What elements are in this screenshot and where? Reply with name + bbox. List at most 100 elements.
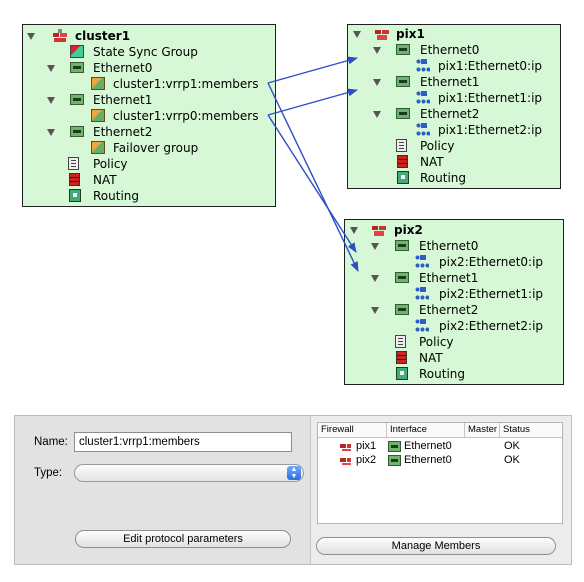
- column-header-master[interactable]: Master: [465, 423, 500, 437]
- arrow-vrrp1-to-pix1-eth0: [267, 56, 358, 84]
- routing-icon: [69, 189, 81, 202]
- manage-members-button[interactable]: Manage Members: [316, 537, 556, 555]
- tree-label: Ethernet0: [420, 43, 480, 57]
- type-select[interactable]: ▲▼: [74, 464, 304, 482]
- members-table[interactable]: Firewall Interface Master Status pix1 Et…: [317, 422, 563, 524]
- ip-address-icon: [415, 255, 429, 268]
- tree-label: cluster1:vrrp0:members: [113, 109, 259, 123]
- policy-icon: [68, 157, 79, 170]
- tree-label: Ethernet0: [93, 61, 153, 75]
- tree-label: Ethernet2: [420, 107, 480, 121]
- tree-label: Routing: [420, 171, 467, 185]
- tree-label: pix1: [396, 27, 425, 41]
- cell-firewall: pix1: [356, 440, 377, 452]
- tree-label: Ethernet1: [419, 271, 479, 285]
- tree-label: Ethernet0: [419, 239, 479, 253]
- expand-triangle-icon[interactable]: [373, 79, 381, 86]
- expand-triangle-icon[interactable]: [371, 275, 379, 282]
- tree-label: Ethernet1: [420, 75, 480, 89]
- routing-icon: [396, 367, 408, 380]
- arrow-vrrp0-to-pix1-eth1: [267, 88, 358, 116]
- table-row[interactable]: pix1 Ethernet0 OK: [318, 439, 562, 453]
- firewall-icon: [375, 27, 389, 40]
- interface-icon: [70, 94, 84, 105]
- member-dialog: Name: Type: ▲▼ Edit protocol parameters …: [14, 415, 572, 565]
- failover-group-icon: [91, 141, 105, 154]
- policy-icon: [395, 335, 406, 348]
- tree-label: Policy: [93, 157, 128, 171]
- name-label: Name:: [34, 436, 68, 448]
- ip-address-icon: [415, 287, 429, 300]
- column-header-interface[interactable]: Interface: [387, 423, 465, 437]
- expand-triangle-icon[interactable]: [47, 97, 55, 104]
- policy-icon: [396, 139, 407, 152]
- interface-icon: [396, 76, 410, 87]
- tree-label: State Sync Group: [93, 45, 198, 59]
- column-header-firewall[interactable]: Firewall: [318, 423, 387, 437]
- tree-label: NAT: [93, 173, 117, 187]
- select-arrows-icon[interactable]: ▲▼: [287, 466, 301, 480]
- tree-label: pix2:Ethernet0:ip: [439, 255, 544, 269]
- tree-label: cluster1: [75, 29, 131, 43]
- arrow-vrrp0-to-pix2-eth1: [267, 114, 357, 253]
- name-input[interactable]: [74, 432, 292, 452]
- nat-icon: [397, 155, 408, 168]
- ip-address-icon: [415, 319, 429, 332]
- interface-icon: [395, 240, 409, 251]
- tree-label: pix2: [394, 223, 423, 237]
- tree-label: NAT: [419, 351, 443, 365]
- expand-triangle-icon[interactable]: [27, 33, 35, 40]
- firewall-icon: [340, 455, 351, 465]
- tree-label: NAT: [420, 155, 444, 169]
- state-sync-group-icon: [70, 45, 84, 58]
- interface-icon: [396, 44, 410, 55]
- tree-label: Policy: [420, 139, 455, 153]
- edit-protocol-parameters-button[interactable]: Edit protocol parameters: [75, 530, 291, 548]
- interface-icon: [395, 304, 409, 315]
- cell-interface: Ethernet0: [404, 440, 452, 452]
- member-group-icon: [91, 77, 105, 90]
- tree-label: pix1:Ethernet2:ip: [438, 123, 543, 137]
- cell-status: OK: [504, 454, 520, 466]
- interface-icon: [388, 441, 401, 452]
- ip-address-icon: [416, 59, 430, 72]
- interface-icon: [70, 126, 84, 137]
- member-group-icon: [91, 109, 105, 122]
- tree-label: Ethernet1: [93, 93, 153, 107]
- interface-icon: [388, 455, 401, 466]
- cell-firewall: pix2: [356, 454, 377, 466]
- tree-label: Ethernet2: [419, 303, 479, 317]
- expand-triangle-icon[interactable]: [350, 227, 358, 234]
- tree-label: cluster1:vrrp1:members: [113, 77, 259, 91]
- interface-icon: [70, 62, 84, 73]
- cluster-tree-panel: cluster1 State Sync Group Ethernet0 clus…: [22, 24, 276, 207]
- expand-triangle-icon[interactable]: [373, 47, 381, 54]
- cell-status: OK: [504, 440, 520, 452]
- cluster-icon: [53, 29, 67, 42]
- tree-label: Routing: [419, 367, 466, 381]
- tree-label: pix1:Ethernet1:ip: [438, 91, 543, 105]
- column-header-status[interactable]: Status: [503, 424, 530, 435]
- nat-icon: [396, 351, 407, 364]
- group-properties-pane: Name: Type: ▲▼ Edit protocol parameters: [15, 416, 311, 564]
- table-header: Firewall Interface Master Status: [318, 423, 562, 438]
- interface-icon: [396, 108, 410, 119]
- tree-label: Ethernet2: [93, 125, 153, 139]
- expand-triangle-icon[interactable]: [47, 65, 55, 72]
- table-row[interactable]: pix2 Ethernet0 OK: [318, 453, 562, 467]
- tree-label: Failover group: [113, 141, 199, 155]
- expand-triangle-icon[interactable]: [47, 129, 55, 136]
- firewall-icon: [340, 441, 351, 451]
- routing-icon: [397, 171, 409, 184]
- expand-triangle-icon[interactable]: [373, 111, 381, 118]
- tree-label: pix1:Ethernet0:ip: [438, 59, 543, 73]
- pix2-tree-panel: pix2 Ethernet0 pix2:Ethernet0:ip Etherne…: [344, 219, 564, 385]
- expand-triangle-icon[interactable]: [371, 243, 379, 250]
- tree-label: pix2:Ethernet1:ip: [439, 287, 544, 301]
- expand-triangle-icon[interactable]: [353, 31, 361, 38]
- cell-interface: Ethernet0: [404, 454, 452, 466]
- ip-address-icon: [416, 91, 430, 104]
- expand-triangle-icon[interactable]: [371, 307, 379, 314]
- tree-label: pix2:Ethernet2:ip: [439, 319, 544, 333]
- pix1-tree-panel: pix1 Ethernet0 pix1:Ethernet0:ip Etherne…: [347, 24, 561, 189]
